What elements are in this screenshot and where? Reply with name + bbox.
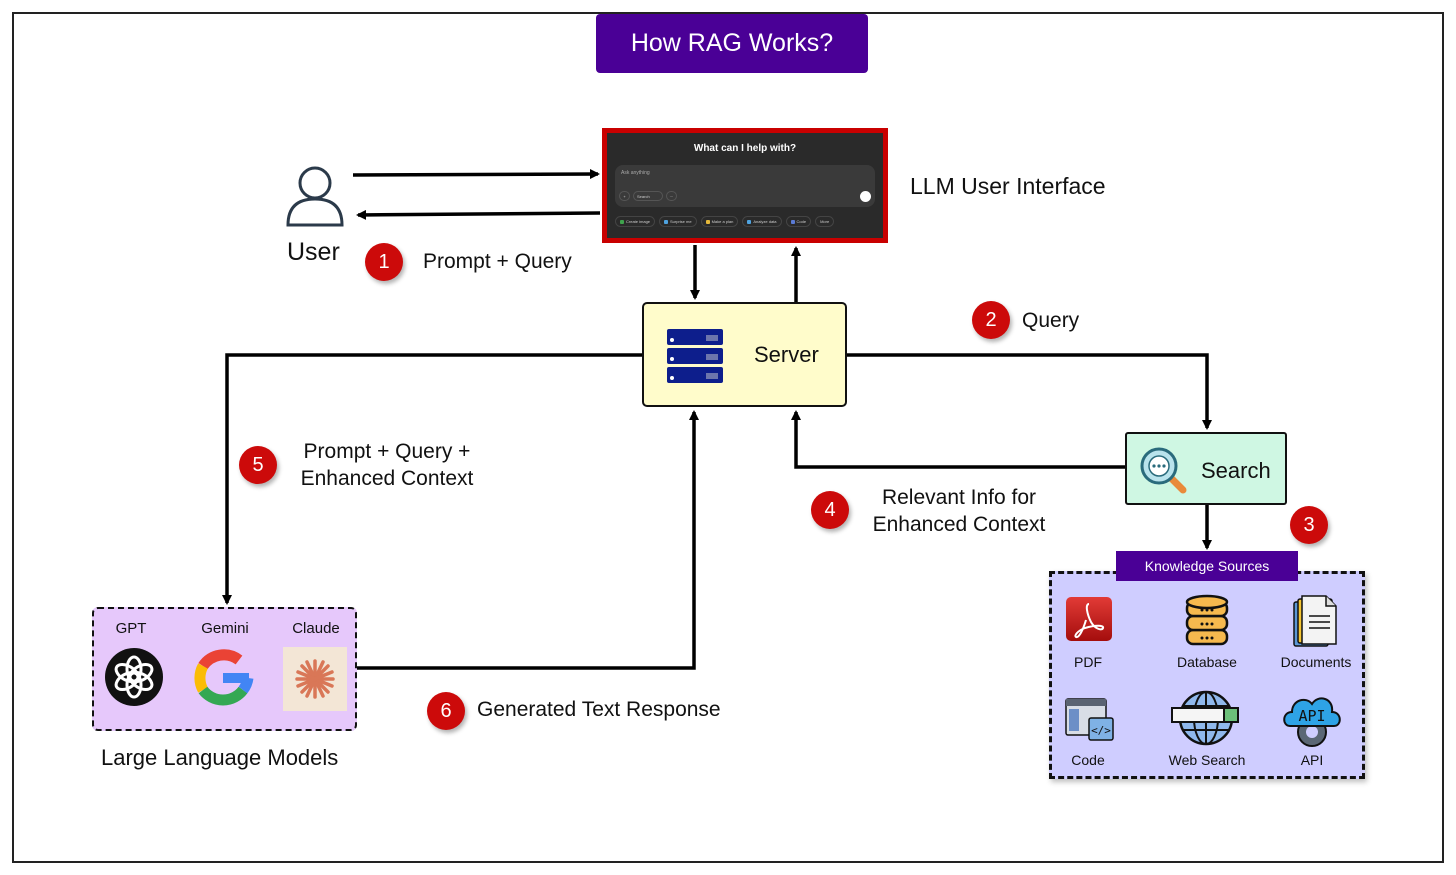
source-label-documents: Documents xyxy=(1280,654,1352,670)
llm-label-claude: Claude xyxy=(292,620,340,637)
user-icon xyxy=(286,166,344,227)
documents-icon[interactable] xyxy=(1292,594,1340,650)
source-label-pdf: PDF xyxy=(1074,654,1102,670)
magnifier-icon xyxy=(1140,447,1187,494)
lightbulb-icon xyxy=(705,219,710,224)
pdf-icon[interactable] xyxy=(1065,596,1113,644)
server-label: Server xyxy=(754,342,819,367)
web-search-icon[interactable] xyxy=(1170,690,1242,746)
ui-chip-label: Surprise me xyxy=(670,219,692,224)
source-label-web-search: Web Search xyxy=(1168,752,1246,768)
ui-chip-label: Code xyxy=(796,219,807,224)
step-badge-6: 6 xyxy=(427,692,465,730)
ui-chip-label: Make a plan xyxy=(711,219,734,224)
search-label: Search xyxy=(1201,458,1271,483)
ui-search-button[interactable]: Search xyxy=(633,191,663,201)
arrow-llm-to-server xyxy=(357,410,699,670)
ui-chip[interactable]: Create image xyxy=(615,216,656,227)
knowledge-sources-title: Knowledge Sources xyxy=(1116,551,1298,581)
ui-chip-row: Create image Surprise me Make a plan Ana… xyxy=(615,216,877,227)
step-badge-3: 3 xyxy=(1290,506,1328,544)
api-icon[interactable]: API xyxy=(1280,692,1344,748)
step-label-1: Prompt + Query xyxy=(423,250,572,273)
ui-chip-label: Analyze data xyxy=(753,219,777,224)
step-label-5: Prompt + Query + Enhanced Context xyxy=(288,438,486,492)
step-label-4-line2: Enhanced Context xyxy=(872,513,1046,536)
step-label-4-line1: Relevant Info for xyxy=(881,486,1037,509)
step-badge-1: 1 xyxy=(365,243,403,281)
arrow-ui-to-user xyxy=(356,209,601,220)
llm-ui-label: LLM User Interface xyxy=(910,173,1106,199)
ui-chip[interactable]: Code xyxy=(785,216,812,227)
google-icon[interactable] xyxy=(191,646,255,710)
step-label-4: Relevant Info for Enhanced Context xyxy=(860,484,1058,538)
arrow-search-to-server xyxy=(791,410,1125,469)
arrow-server-to-search xyxy=(847,353,1212,430)
code-icon[interactable]: </> xyxy=(1065,698,1115,744)
arrow-server-to-llm xyxy=(222,353,642,605)
database-icon[interactable] xyxy=(1184,594,1230,648)
ui-voice-button[interactable] xyxy=(860,191,871,202)
ui-chip-label: More xyxy=(820,219,830,224)
step-label-5-line1: Prompt + Query + xyxy=(303,440,471,463)
step-label-6: Generated Text Response xyxy=(477,698,721,721)
source-label-database: Database xyxy=(1177,654,1237,670)
ui-chip-label: Create image xyxy=(626,219,651,224)
step-label-5-line2: Enhanced Context xyxy=(300,467,474,490)
svg-text:API: API xyxy=(1298,707,1325,725)
step-label-2: Query xyxy=(1022,309,1080,332)
claude-logo[interactable] xyxy=(283,647,347,711)
ui-placeholder: Ask anything xyxy=(621,170,650,176)
claude-icon xyxy=(295,659,335,699)
ui-chip[interactable]: More xyxy=(815,216,835,227)
llm-user-interface[interactable]: What can I help with? Ask anything + Sea… xyxy=(602,128,888,243)
step-badge-2: 2 xyxy=(972,301,1010,339)
llm-label-gpt: GPT xyxy=(115,620,147,637)
page-title: How RAG Works? xyxy=(596,14,868,73)
openai-icon[interactable] xyxy=(104,647,164,707)
gift-icon xyxy=(664,219,669,224)
llm-label-gemini: Gemini xyxy=(201,620,249,637)
chart-icon xyxy=(747,219,752,224)
ui-prompt-input[interactable]: Ask anything + Search ··· xyxy=(615,165,875,207)
ui-chip[interactable]: Surprise me xyxy=(659,216,697,227)
ui-add-button[interactable]: + xyxy=(619,191,630,201)
step-badge-5: 5 xyxy=(239,446,277,484)
ui-heading: What can I help with? xyxy=(693,143,797,154)
source-label-code: Code xyxy=(1071,752,1105,768)
svg-text:</>: </> xyxy=(1091,724,1111,737)
arrow-user-to-ui xyxy=(352,169,600,180)
image-icon xyxy=(620,219,624,224)
ui-chip[interactable]: Make a plan xyxy=(700,216,739,227)
user-label: User xyxy=(287,238,340,266)
ui-chip[interactable]: Analyze data xyxy=(742,216,782,227)
source-label-api: API xyxy=(1300,752,1324,768)
code-icon xyxy=(790,219,795,224)
server-node[interactable]: Server xyxy=(642,302,847,407)
search-node[interactable]: Search xyxy=(1125,432,1287,505)
diagram-frame xyxy=(12,12,1444,863)
llm-panel-title: Large Language Models xyxy=(101,745,339,770)
ui-more-options-button[interactable]: ··· xyxy=(666,191,677,201)
server-icon xyxy=(667,329,723,383)
step-badge-4: 4 xyxy=(811,491,849,529)
